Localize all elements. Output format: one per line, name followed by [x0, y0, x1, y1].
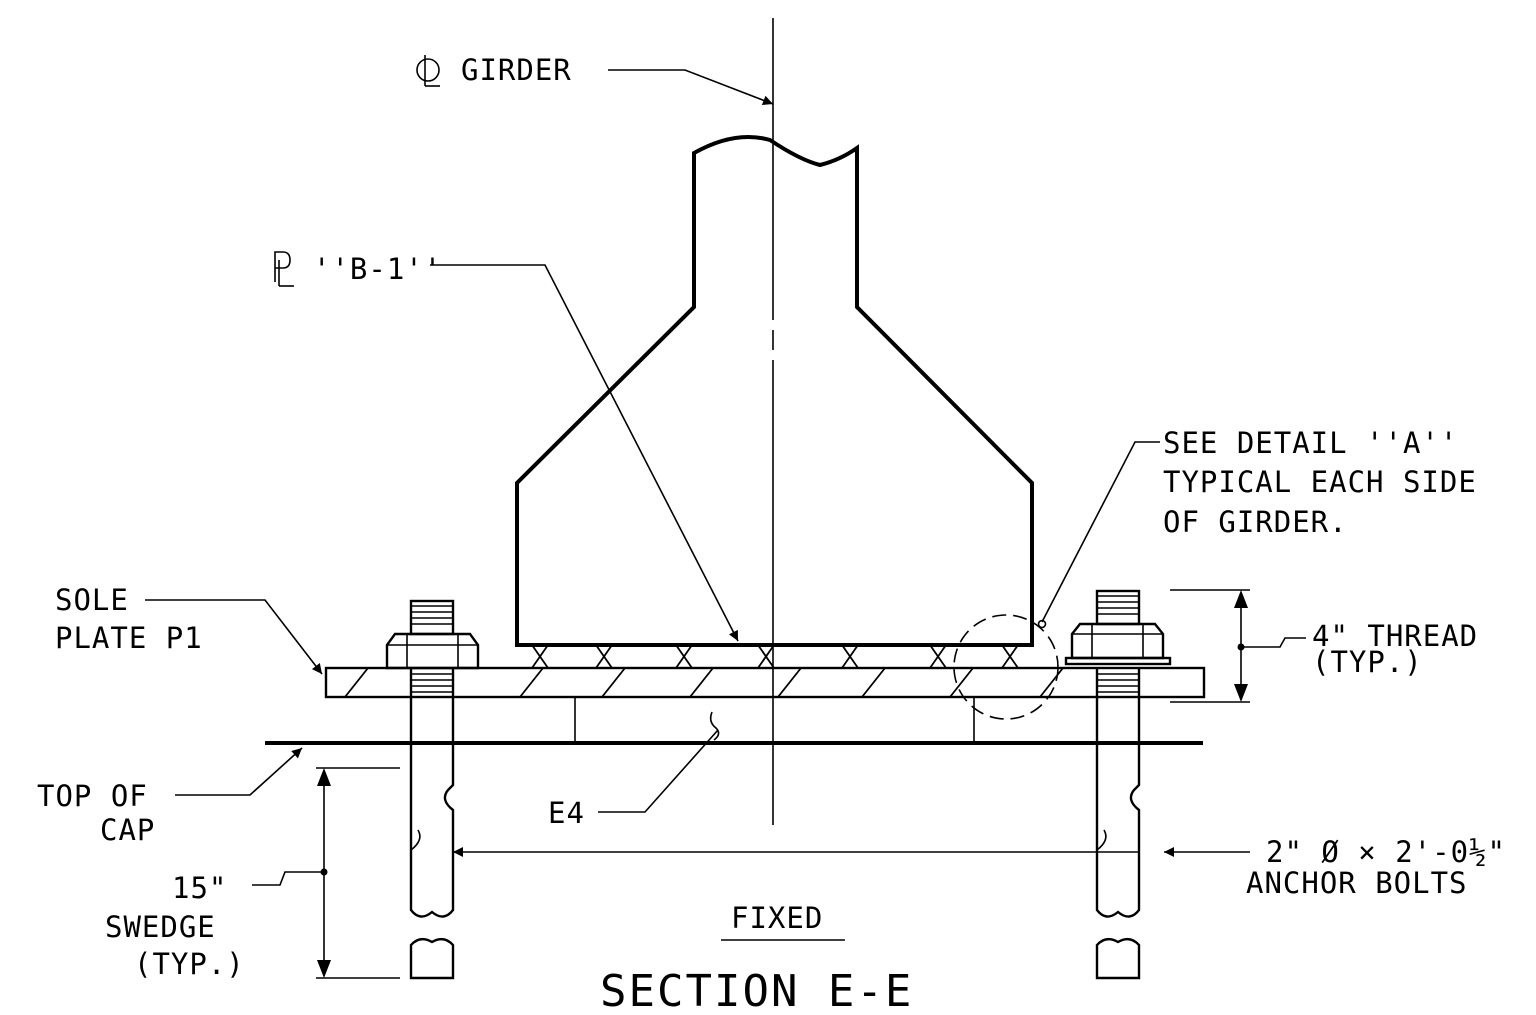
detail-a-circle — [953, 614, 1059, 720]
leaders — [145, 69, 1306, 979]
label-top-of-cap-1: TOP OF — [37, 779, 148, 813]
label-e4: E4 — [548, 796, 585, 830]
label-detail-a-1: SEE DETAIL ''A'' — [1163, 426, 1458, 460]
left-anchor-bolt — [385, 599, 480, 980]
label-anchor-1: 2" Ø × 2'-0½" — [1266, 835, 1506, 869]
label-top-of-cap-2: CAP — [100, 813, 155, 847]
label-pl-b1: ''B-1'' — [313, 252, 442, 286]
label-detail-a-2: TYPICAL EACH SIDE — [1163, 465, 1477, 499]
label-cl-girder: GIRDER — [461, 53, 572, 87]
plate-symbol — [274, 251, 294, 287]
label-thread-2: (TYP.) — [1312, 645, 1423, 679]
label-thread-1: 4" THREAD — [1312, 619, 1478, 653]
sole-plate — [324, 666, 1206, 699]
label-anchor-2: ANCHOR BOLTS — [1246, 866, 1468, 900]
label-detail-a-3: OF GIRDER. — [1163, 505, 1348, 539]
centerline-symbol — [416, 55, 440, 87]
section-title: SECTION E-E — [600, 966, 913, 1015]
right-anchor-bolt — [1064, 589, 1172, 980]
e4-pad — [574, 697, 975, 743]
label-swedge-3: (TYP.) — [134, 947, 245, 981]
label-swedge-1: 15" — [172, 871, 227, 905]
label-swedge-2: SWEDGE — [105, 910, 216, 944]
label-fixed: FIXED — [731, 901, 823, 935]
bearing-plate-b1 — [517, 643, 1032, 669]
label-sole-plate-1: SOLE — [55, 583, 129, 617]
label-sole-plate-2: PLATE P1 — [55, 621, 203, 655]
girder-outline — [515, 134, 1034, 647]
